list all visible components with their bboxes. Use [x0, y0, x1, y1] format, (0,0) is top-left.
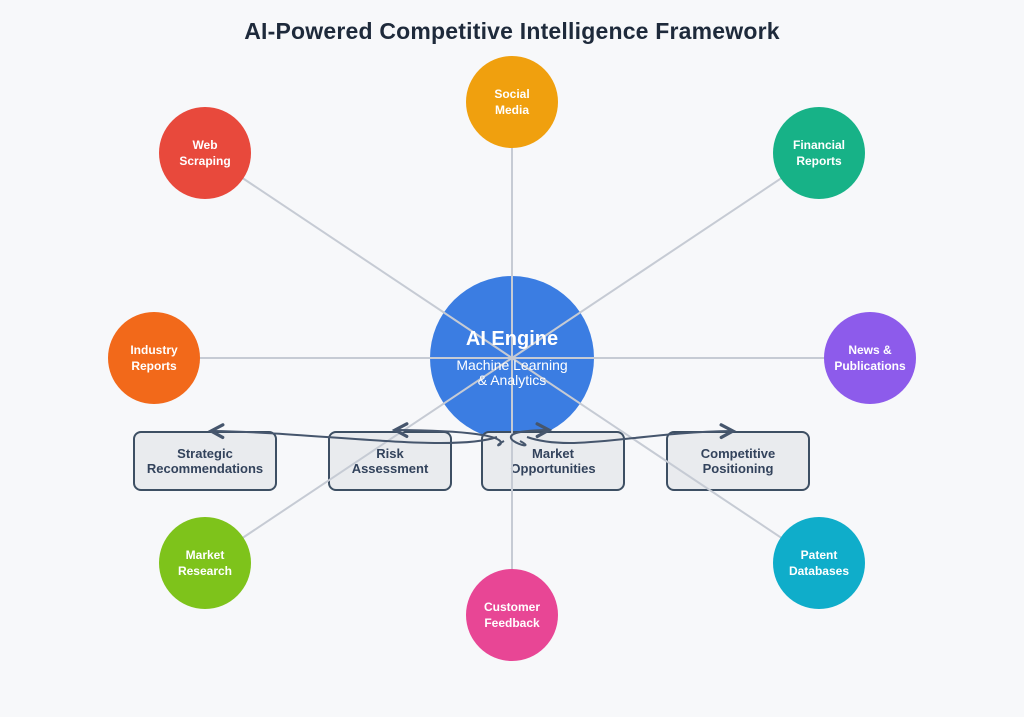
diagram-title: AI-Powered Competitive Intelligence Fram…: [244, 18, 780, 44]
node-industry-reports: Industry Reports: [108, 312, 200, 404]
node-label: Feedback: [484, 616, 540, 630]
node-label: Financial: [792, 138, 845, 152]
node-label: Databases: [788, 564, 850, 578]
node-label: Web: [192, 138, 218, 152]
node-strategic-recommendations: Strategic Recommendations: [133, 431, 277, 491]
node-label: Customer: [483, 600, 540, 614]
node-web-scraping: Web Scraping: [159, 107, 251, 199]
node-patent-databases: Patent Databases: [773, 517, 865, 609]
connector-market-research: [204, 357, 513, 564]
node-label: Patent: [800, 548, 838, 562]
arrow-strategic-recommendations: [207, 423, 498, 444]
node-label: Reports: [796, 154, 842, 168]
node-label: Assessment: [351, 461, 429, 476]
node-label: Industry: [130, 343, 178, 357]
connector-web-scraping: [204, 152, 513, 359]
arrow-competitive-positioning: [526, 423, 737, 444]
node-label: Recommendations: [146, 461, 264, 476]
node-label: Competitive: [700, 446, 776, 461]
arrow-market-opportunities: [509, 422, 553, 447]
node-label: Publications: [834, 359, 906, 373]
node-label: Positioning: [702, 461, 774, 476]
node-label: Strategic: [177, 446, 233, 461]
node-label: Market: [532, 446, 574, 461]
node-label: Scraping: [179, 154, 231, 168]
node-market-research: Market Research: [159, 517, 251, 609]
output-arrows: [207, 422, 737, 447]
source-connectors: [154, 102, 870, 615]
arrow-risk-assessment: [391, 422, 505, 447]
connector-patent-databases: [511, 357, 820, 564]
node-news-publications: News & Publications: [824, 312, 916, 404]
node-label: Social: [494, 87, 530, 101]
node-label: Risk: [376, 446, 404, 461]
node-label: Market: [185, 548, 225, 562]
node-label: Research: [177, 564, 233, 578]
node-label: Media: [494, 103, 529, 117]
connector-financial-reports: [511, 152, 820, 359]
node-label: News &: [848, 343, 892, 357]
node-label: Reports: [131, 359, 177, 373]
node-label: Opportunities: [510, 461, 596, 476]
node-competitive-positioning: Competitive Positioning: [666, 431, 810, 491]
node-customer-feedback: Customer Feedback: [466, 569, 558, 661]
node-financial-reports: Financial Reports: [773, 107, 865, 199]
node-social-media: Social Media: [466, 56, 558, 148]
